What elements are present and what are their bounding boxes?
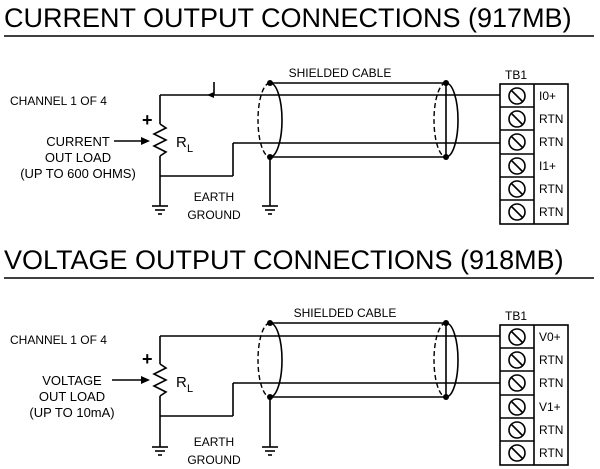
terminal-label: RTN (539, 135, 563, 149)
cable-shield-icon (269, 322, 283, 398)
earth-ground-icon (262, 446, 278, 456)
section-title: CURRENT OUTPUT CONNECTIONS (917MB) (4, 3, 572, 33)
current-direction-icon (207, 92, 214, 98)
resistor-icon (152, 123, 168, 157)
terminal-block-label: TB1 (505, 309, 527, 323)
cable-shield-icon (269, 82, 283, 158)
terminal-label: I1+ (539, 159, 556, 173)
terminal-screws (500, 328, 534, 462)
earth-ground-label-line-2: GROUND (187, 453, 241, 467)
terminal-label: I0+ (539, 89, 556, 103)
earth-ground-label-line-1: EARTH (194, 190, 234, 204)
terminal-label: RTN (539, 112, 563, 126)
earth-ground-icon (262, 205, 278, 215)
ground-icon (152, 205, 168, 215)
earth-ground-label-line-1: EARTH (194, 435, 234, 449)
cable-label: SHIELDED CABLE (289, 66, 392, 80)
polarity-plus: + (142, 110, 153, 130)
load-label-line-2: OUT LOAD (45, 150, 111, 165)
terminal-label: V1+ (539, 400, 561, 414)
ground-icon (152, 446, 168, 456)
channel-label: CHANNEL 1 OF 4 (10, 94, 107, 108)
load-label-line-1: VOLTAGE (42, 373, 102, 388)
arrow-head-icon (141, 376, 150, 384)
resistor-subscript: L (187, 383, 193, 395)
terminal-label: RTN (539, 205, 563, 219)
load-label-line-3: (UP TO 10mA) (29, 405, 114, 420)
section-title: VOLTAGE OUTPUT CONNECTIONS (918MB) (4, 245, 564, 275)
terminal-label: V0+ (539, 330, 561, 344)
terminal-label: RTN (539, 446, 563, 460)
terminal-label: RTN (539, 376, 563, 390)
terminal-label: RTN (539, 353, 563, 367)
terminal-block-label: TB1 (505, 68, 527, 82)
channel-label: CHANNEL 1 OF 4 (10, 333, 107, 347)
load-label-line-1: CURRENT (46, 134, 110, 149)
voltage-output-section: VOLTAGE OUTPUT CONNECTIONS (918MB) CHANN… (4, 245, 594, 467)
arrow-head-icon (141, 137, 150, 145)
terminal-label: RTN (539, 182, 563, 196)
terminal-screws (500, 87, 534, 221)
resistor-icon (152, 363, 168, 397)
earth-ground-label-line-2: GROUND (187, 208, 241, 222)
resistor-subscript: L (187, 143, 193, 155)
terminal-label: RTN (539, 423, 563, 437)
current-output-section: CURRENT OUTPUT CONNECTIONS (917MB) CHANN… (4, 3, 594, 225)
load-label-line-3: (UP TO 600 OHMS) (20, 166, 136, 181)
resistor-label: R (176, 134, 187, 151)
polarity-plus: + (142, 349, 153, 369)
load-label-line-2: OUT LOAD (39, 389, 105, 404)
cable-label: SHIELDED CABLE (294, 306, 397, 320)
resistor-label: R (176, 374, 187, 391)
